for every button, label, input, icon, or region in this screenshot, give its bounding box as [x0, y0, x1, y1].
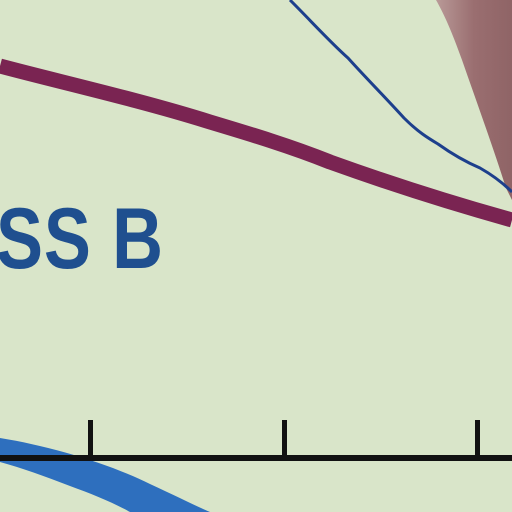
- water-body: [0, 438, 210, 512]
- scale-bar-tick-2: [282, 420, 287, 458]
- scale-bar: [0, 420, 512, 461]
- contour-line: [288, 0, 512, 194]
- scale-bar-tick-1: [88, 420, 93, 458]
- boundary-line: [0, 58, 512, 228]
- scale-bar-line: [0, 455, 512, 461]
- scale-bar-tick-3: [475, 420, 480, 458]
- area-label: SS B: [0, 191, 164, 287]
- shaded-region: [436, 0, 512, 200]
